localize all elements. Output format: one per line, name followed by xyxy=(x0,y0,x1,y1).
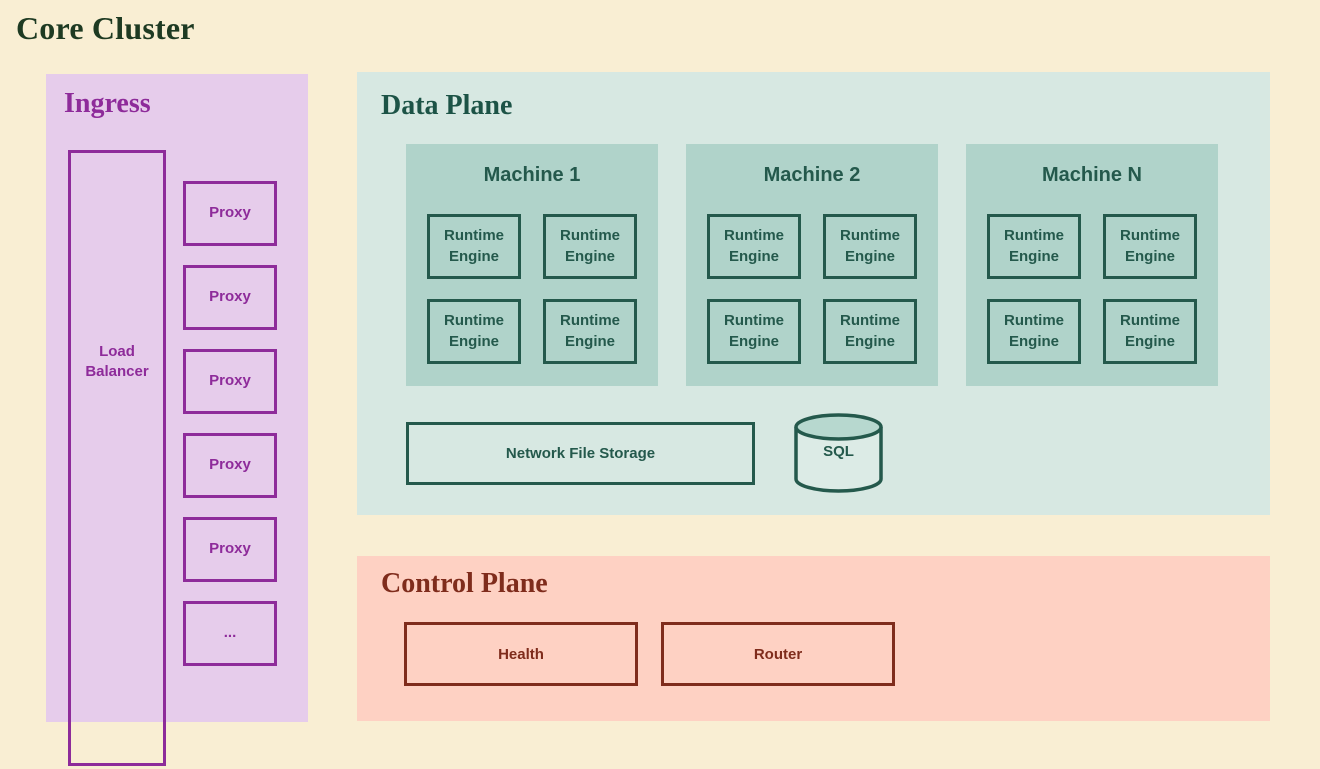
sql-label: SQL xyxy=(823,443,854,460)
runtime-engine-node: Runtime Engine xyxy=(823,214,917,279)
runtime-engine-label: Runtime Engine xyxy=(560,227,620,265)
health-label: Health xyxy=(498,645,544,663)
machine-card: Machine 2 Runtime Engine Runtime Engine … xyxy=(686,144,938,386)
runtime-engine-node: Runtime Engine xyxy=(987,299,1081,364)
machine-title: Machine 1 xyxy=(483,164,581,186)
machine-title: Machine N xyxy=(1041,164,1143,186)
sql-database-node: SQL xyxy=(792,413,885,494)
machine-card: Machine N Runtime Engine Runtime Engine … xyxy=(966,144,1218,386)
proxy-ellipsis-label: ... xyxy=(223,624,237,642)
proxy-label: Proxy xyxy=(209,288,251,306)
runtime-engine-node: Runtime Engine xyxy=(427,299,521,364)
ingress-panel: Ingress Load Balancer Proxy Proxy Proxy … xyxy=(46,74,308,766)
machine-title: Machine 2 xyxy=(763,164,861,186)
proxy-label: Proxy xyxy=(209,372,251,390)
runtime-engine-label: Runtime Engine xyxy=(840,227,900,265)
runtime-engine-label: Runtime Engine xyxy=(444,312,504,350)
runtime-engine-node: Runtime Engine xyxy=(707,299,801,364)
data-plane-title: Data Plane xyxy=(381,90,513,121)
health-node: Health xyxy=(404,622,638,686)
proxy-node: Proxy xyxy=(183,517,277,582)
database-cylinder-icon xyxy=(794,413,883,493)
router-label: Router xyxy=(753,645,803,663)
runtime-engine-label: Runtime Engine xyxy=(840,312,900,350)
runtime-engine-node: Runtime Engine xyxy=(427,214,521,279)
runtime-engine-label: Runtime Engine xyxy=(444,227,504,265)
load-balancer-node: Load Balancer xyxy=(68,150,166,766)
runtime-engine-label: Runtime Engine xyxy=(1004,227,1064,265)
proxy-label: Proxy xyxy=(209,540,251,558)
data-plane-panel: Data Plane Machine 1 Runtime Engine Runt… xyxy=(357,72,1270,515)
runtime-engine-label: Runtime Engine xyxy=(1120,227,1180,265)
runtime-engine-node: Runtime Engine xyxy=(1103,214,1197,279)
runtime-engine-label: Runtime Engine xyxy=(724,312,784,350)
runtime-engine-node: Runtime Engine xyxy=(1103,299,1197,364)
proxy-label: Proxy xyxy=(209,456,251,474)
runtime-engine-label: Runtime Engine xyxy=(1120,312,1180,350)
ingress-title: Ingress xyxy=(64,88,151,119)
proxy-node: Proxy xyxy=(183,265,277,330)
network-file-storage-label: Network File Storage xyxy=(505,445,656,462)
router-node: Router xyxy=(661,622,895,686)
runtime-engine-node: Runtime Engine xyxy=(987,214,1081,279)
runtime-engine-label: Runtime Engine xyxy=(560,312,620,350)
runtime-engine-node: Runtime Engine xyxy=(543,214,637,279)
load-balancer-label: Load Balancer xyxy=(85,342,149,380)
runtime-engine-node: Runtime Engine xyxy=(707,214,801,279)
runtime-engine-label: Runtime Engine xyxy=(1004,312,1064,350)
control-plane-panel: Control Plane Health Router xyxy=(357,556,1270,721)
control-plane-title: Control Plane xyxy=(381,568,548,599)
runtime-engine-node: Runtime Engine xyxy=(543,299,637,364)
machine-card: Machine 1 Runtime Engine Runtime Engine … xyxy=(406,144,658,386)
proxy-node: Proxy xyxy=(183,181,277,246)
proxy-ellipsis-node: ... xyxy=(183,601,277,666)
runtime-engine-label: Runtime Engine xyxy=(724,227,784,265)
proxy-node: Proxy xyxy=(183,349,277,414)
runtime-engine-node: Runtime Engine xyxy=(823,299,917,364)
page-title: Core Cluster xyxy=(16,10,195,46)
proxy-label: Proxy xyxy=(209,204,251,222)
network-file-storage-node: Network File Storage xyxy=(406,422,755,485)
proxy-node: Proxy xyxy=(183,433,277,498)
